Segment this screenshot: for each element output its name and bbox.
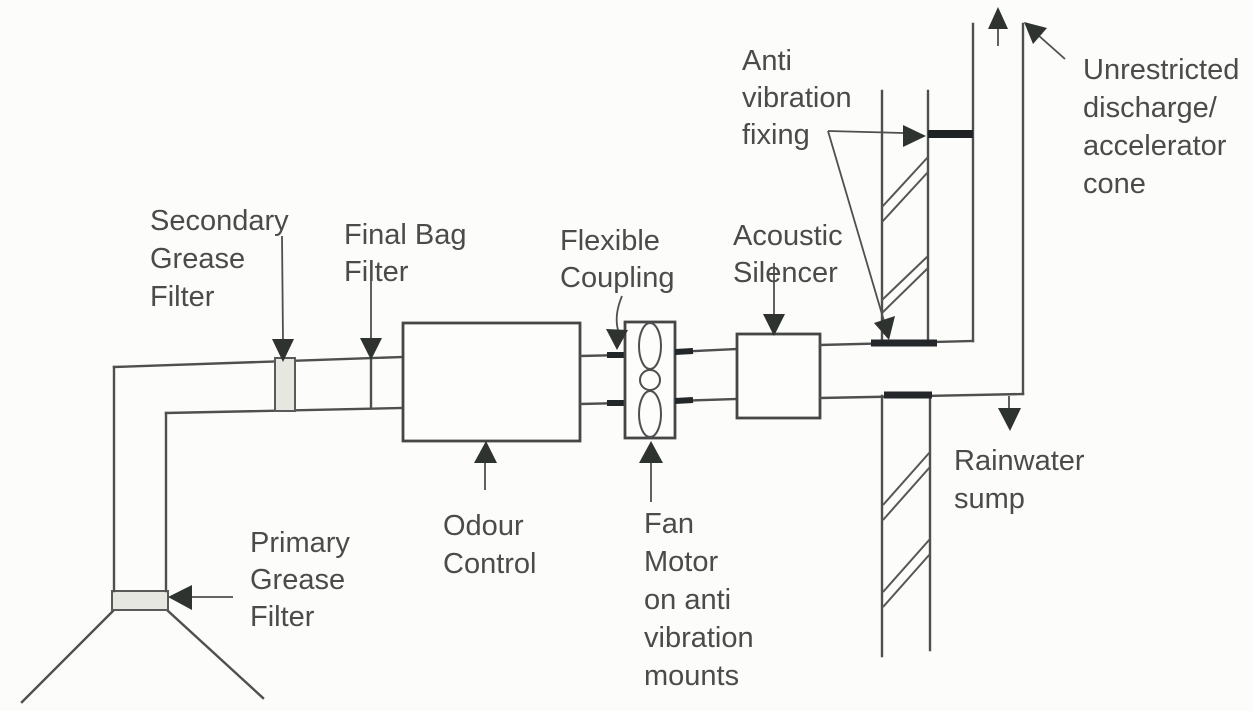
discharge-riser xyxy=(971,22,1025,396)
arrow-stem xyxy=(281,235,284,341)
flexible-coupling-bar xyxy=(674,348,694,355)
duct-odour-to-fan xyxy=(578,352,627,406)
anti-vibration-fixing-label: fixing xyxy=(742,119,810,151)
final-bag-filter-label: Filter xyxy=(344,256,409,288)
acoustic-silencer-arrow xyxy=(763,263,785,336)
fan-blade-lower xyxy=(638,390,662,438)
unrestricted-discharge-leader xyxy=(1024,22,1066,60)
down-arrowhead-icon xyxy=(874,316,895,340)
down-arrowhead-icon xyxy=(272,339,294,362)
right-arrowhead-icon xyxy=(903,125,926,147)
wall-hatch-line xyxy=(882,538,931,593)
final-bag-filter-arrow xyxy=(360,281,382,360)
final-bag-filter-label: Final Bag xyxy=(344,219,467,251)
anti-vibration-fixings xyxy=(871,130,973,399)
acoustic-silencer-label: Silencer xyxy=(733,257,838,289)
unrestricted-discharge-label: accelerator xyxy=(1083,130,1227,162)
odour-control-arrow xyxy=(474,441,497,490)
hood-canopy xyxy=(20,590,265,704)
main-duct xyxy=(112,355,405,593)
down-arrowhead-icon xyxy=(998,408,1021,431)
wall-hatch-line xyxy=(882,451,931,506)
rainwater-sump-label: Rainwater xyxy=(954,445,1085,477)
anti-vibration-fixing-label: vibration xyxy=(742,82,852,114)
flexible-coupling-label: Coupling xyxy=(560,262,674,294)
up-arrowhead-icon xyxy=(988,7,1008,29)
leader-line-to-riser xyxy=(827,130,904,134)
acoustic-silencer-label: Acoustic xyxy=(733,220,843,252)
left-arrowhead-icon xyxy=(168,585,192,610)
acoustic-silencer-box xyxy=(735,332,822,420)
odour-control-label: Control xyxy=(443,548,537,580)
wall-hatch-line xyxy=(881,156,929,208)
secondary-grease-filter-band xyxy=(274,357,296,412)
fan-hub xyxy=(639,369,661,391)
anti-vibration-fixing-leaders xyxy=(827,125,926,340)
flexible-coupling-arrow xyxy=(606,295,628,350)
anti-vibration-fixing-label: Anti xyxy=(742,45,792,77)
wall-hatch-line xyxy=(881,267,929,314)
wall-hatch-line xyxy=(882,553,931,608)
hood-right-edge xyxy=(165,608,265,700)
rainwater-sump-arrow xyxy=(998,396,1021,431)
fan-motor-label: mounts xyxy=(644,660,739,692)
secondary-grease-filter-arrow xyxy=(272,235,294,362)
fan-motor-label: Fan xyxy=(644,508,694,540)
up-arrowhead-icon xyxy=(639,441,663,463)
fan-unit xyxy=(623,320,677,440)
building-wall xyxy=(880,89,932,658)
up-arrowhead-icon xyxy=(474,441,497,463)
unrestricted-discharge-label: Unrestricted xyxy=(1083,54,1239,86)
secondary-grease-filter-label: Grease xyxy=(150,243,245,275)
flexible-coupling-label: Flexible xyxy=(560,225,660,257)
down-arrowhead-icon xyxy=(360,338,382,360)
primary-grease-filter-arrow xyxy=(168,585,233,610)
secondary-grease-filter-label: Filter xyxy=(150,281,215,313)
discharge-flow-arrow xyxy=(988,7,1008,46)
odour-control-label: Odour xyxy=(443,510,524,542)
primary-grease-filter-label: Primary xyxy=(250,527,350,559)
fan-motor-label: on anti xyxy=(644,584,731,616)
duct-silencer-to-riser xyxy=(818,339,1025,400)
odour-control-box xyxy=(401,321,582,443)
wall-hatch-line xyxy=(882,466,931,521)
leader-line-to-wall xyxy=(827,130,885,322)
fan-blade-upper xyxy=(638,322,662,370)
fan-motor-label: Motor xyxy=(644,546,718,578)
unrestricted-discharge-label: discharge/ xyxy=(1083,92,1218,124)
flexible-coupling-bar xyxy=(674,397,694,404)
wall-hatch-line xyxy=(881,255,929,301)
hood-left-edge xyxy=(20,608,116,704)
down-arrowhead-icon xyxy=(606,329,628,350)
unrestricted-discharge-label: cone xyxy=(1083,168,1146,200)
duct-fan-to-silencer xyxy=(673,347,739,404)
up-left-arrowhead-icon xyxy=(1024,22,1047,44)
primary-grease-filter-label: Filter xyxy=(250,601,315,633)
duct-top-run-upper xyxy=(112,355,405,369)
secondary-grease-filter-label: Secondary xyxy=(150,205,289,237)
wall-hatch-line xyxy=(881,171,929,223)
fan-motor-arrow xyxy=(639,441,663,502)
leader-line xyxy=(1037,34,1066,60)
primary-grease-filter-band xyxy=(111,590,169,611)
arrow-stem xyxy=(615,295,623,331)
down-arrowhead-icon xyxy=(763,314,785,336)
rainwater-sump-label: sump xyxy=(954,483,1025,515)
labels: Secondary Grease Filter Final Bag Filter… xyxy=(150,45,1239,692)
fan-motor-label: vibration xyxy=(644,622,754,654)
primary-grease-filter-label: Grease xyxy=(250,564,345,596)
